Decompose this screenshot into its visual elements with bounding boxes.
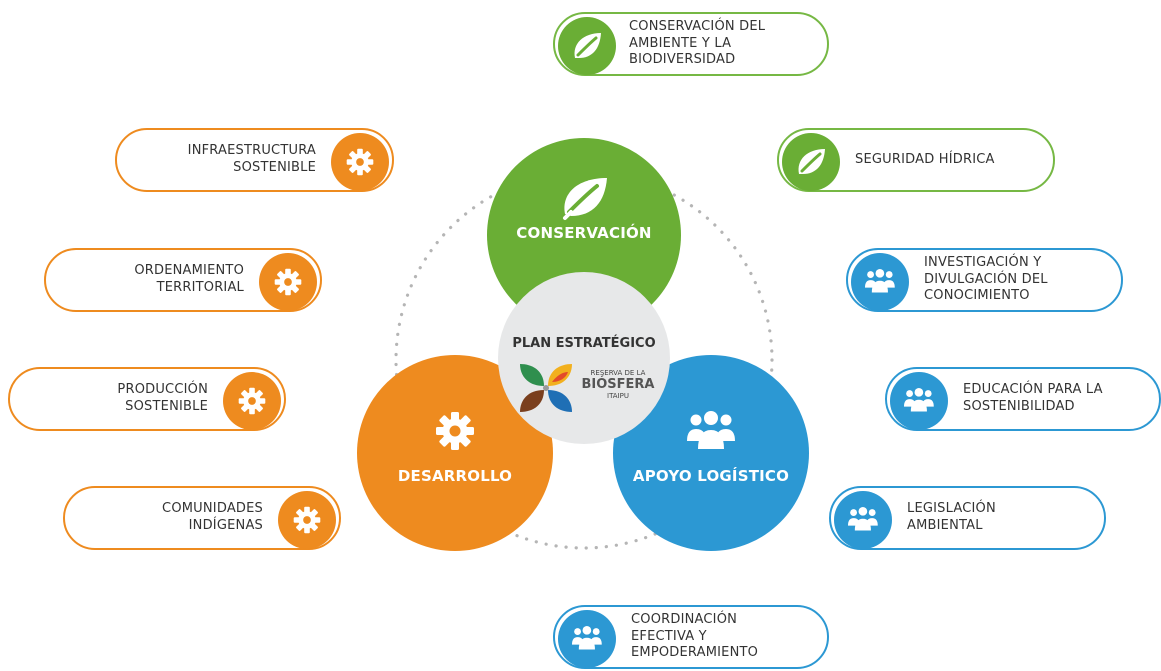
circle-desarrollo-label: DESARROLLO <box>397 467 513 485</box>
gear-icon <box>346 148 374 176</box>
pill-line: AMBIENTAL <box>907 518 983 533</box>
pill-line: SEGURIDAD HÍDRICA <box>855 151 995 167</box>
pill-line: CONSERVACIÓN DEL <box>629 18 766 34</box>
logo-line-2: BIÓSFERA <box>581 377 655 392</box>
pill-line: ORDENAMIENTO <box>134 263 244 279</box>
pill-line: EFECTIVA Y <box>631 628 707 644</box>
people-icon <box>848 507 878 531</box>
biosphere-logo-icon <box>520 364 572 412</box>
pill-text: SEGURIDAD HÍDRICA <box>855 130 1039 190</box>
leaf-icon <box>574 33 601 58</box>
pill-line: INFRAESTRUCTURA <box>187 143 316 159</box>
pill-text: COORDINACIÓN EFECTIVA Y EMPODERAMIENTO <box>631 607 813 667</box>
pill-line: COMUNIDADES <box>162 501 263 517</box>
pill-text: LEGISLACIÓN AMBIENTAL <box>907 488 1090 548</box>
gear-icon <box>293 506 321 534</box>
pill-icon-bg <box>223 372 281 430</box>
pill-infraestructura: INFRAESTRUCTURA SOSTENIBLE <box>115 128 394 192</box>
pill-line: EDUCACIÓN PARA LA <box>963 382 1103 398</box>
pill-seguridad-hidrica: SEGURIDAD HÍDRICA <box>777 128 1055 192</box>
pill-ordenamiento: ORDENAMIENTO TERRITORIAL <box>44 248 322 312</box>
pill-icon-bg <box>834 491 892 549</box>
people-icon <box>865 269 895 293</box>
people-icon <box>572 626 602 650</box>
pill-line: SOSTENIBLE <box>125 399 208 414</box>
pill-line: CONOCIMIENTO <box>924 288 1030 304</box>
center-plan-estrategico: PLAN ESTRATÉGICO RESERVA DE LA BIÓSFERA … <box>498 272 670 444</box>
pill-line: COORDINACIÓN <box>631 611 738 627</box>
logo-line-3: ITAIPU <box>607 392 629 400</box>
pill-icon-bg <box>278 491 336 549</box>
pill-icon-bg <box>259 253 317 311</box>
pill-text: EDUCACIÓN PARA LA SOSTENIBILIDAD <box>963 369 1149 429</box>
pill-icon-bg <box>851 253 909 311</box>
pill-icon-bg <box>558 17 616 75</box>
pill-line: BIODIVERSIDAD <box>629 52 736 68</box>
leaf-icon <box>798 149 825 174</box>
pill-line: AMBIENTE Y LA <box>629 35 732 51</box>
pill-line: DIVULGACIÓN DEL <box>924 271 1048 287</box>
leaf-icon <box>563 178 607 220</box>
pill-text: ORDENAMIENTO TERRITORIAL <box>60 250 244 310</box>
logo-line-1: RESERVA DE LA <box>590 369 646 377</box>
pill-text: INVESTIGACIÓN Y DIVULGACIÓN DEL CONOCIMI… <box>924 250 1107 310</box>
pill-conservacion-ambiente: CONSERVACIÓN DEL AMBIENTE Y LA BIODIVERS… <box>553 12 829 76</box>
gear-icon <box>436 412 474 450</box>
pill-icon-bg <box>331 133 389 191</box>
people-icon <box>904 388 934 412</box>
pill-icon-bg <box>890 372 948 430</box>
pill-investigacion: INVESTIGACIÓN Y DIVULGACIÓN DEL CONOCIMI… <box>846 248 1123 312</box>
circle-apoyo-label: APOYO LOGÍSTICO <box>632 467 790 485</box>
pill-text: COMUNIDADES INDÍGENAS <box>79 488 263 548</box>
circle-conservacion-label: CONSERVACIÓN <box>516 224 652 242</box>
circle-desarrollo: DESARROLLO <box>357 355 553 551</box>
pill-text: CONSERVACIÓN DEL AMBIENTE Y LA BIODIVERS… <box>629 14 813 74</box>
pill-icon-bg <box>558 610 616 668</box>
people-icon <box>687 411 735 449</box>
pill-line: EMPODERAMIENTO <box>631 645 759 661</box>
biosphere-logo-text: RESERVA DE LA BIÓSFERA ITAIPU <box>578 370 658 400</box>
pill-icon-bg <box>782 133 840 191</box>
pill-text: INFRAESTRUCTURA SOSTENIBLE <box>131 130 316 190</box>
pill-line: LEGISLACIÓN <box>907 501 996 517</box>
pill-produccion: PRODUCCIÓN SOSTENIBLE <box>8 367 286 431</box>
pill-line: SOSTENIBILIDAD <box>963 399 1075 414</box>
pill-text: PRODUCCIÓN SOSTENIBLE <box>24 369 208 429</box>
pill-line: INDÍGENAS <box>188 518 263 533</box>
pill-line: INVESTIGACIÓN Y <box>924 254 1042 270</box>
pill-line: SOSTENIBLE <box>233 160 316 175</box>
center-title: PLAN ESTRATÉGICO <box>512 336 656 351</box>
pill-line: PRODUCCIÓN <box>117 382 208 398</box>
pill-line: TERRITORIAL <box>156 280 244 295</box>
gear-icon <box>238 387 266 415</box>
pill-coordinacion: COORDINACIÓN EFECTIVA Y EMPODERAMIENTO <box>553 605 829 669</box>
gear-icon <box>274 268 302 296</box>
pill-legislacion: LEGISLACIÓN AMBIENTAL <box>829 486 1106 550</box>
pill-educacion: EDUCACIÓN PARA LA SOSTENIBILIDAD <box>885 367 1161 431</box>
pill-comunidades: COMUNIDADES INDÍGENAS <box>63 486 341 550</box>
